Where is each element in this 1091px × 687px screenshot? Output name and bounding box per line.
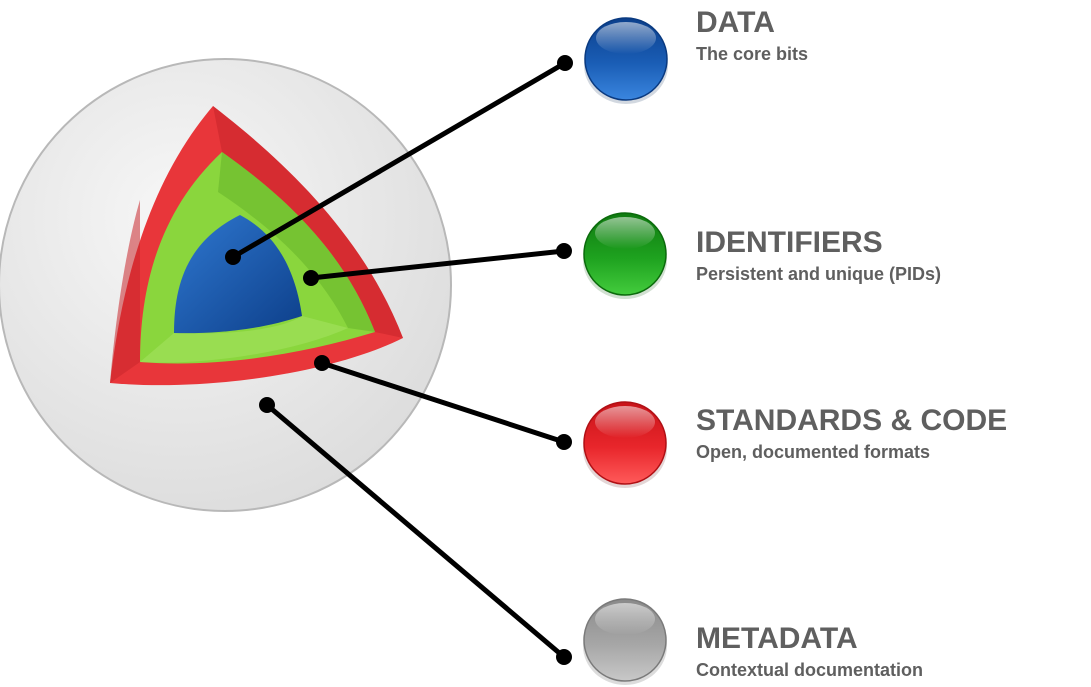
dot-data-outer [557, 55, 573, 71]
dot-standards-inner [314, 355, 330, 371]
legend-identifiers-subtitle: Persistent and unique (PIDs) [696, 264, 942, 284]
identifiers-layer-shade [218, 152, 375, 332]
dot-identifiers-inner [303, 270, 319, 286]
connector-standards [321, 360, 565, 445]
ball-data-icon [584, 17, 668, 104]
dot-data-inner [225, 249, 241, 265]
connector-dots [225, 55, 573, 665]
dot-standards-outer [556, 434, 572, 450]
identifiers-layer-bottom [140, 316, 348, 363]
legend-standards-title: STANDARDS & CODE [696, 404, 1008, 437]
dot-metadata-inner [259, 397, 275, 413]
dot-metadata-outer [556, 649, 572, 665]
connector-metadata [265, 403, 566, 659]
ball-identifiers-icon [583, 212, 667, 299]
connector-lines [231, 60, 567, 659]
legend-data-title: DATA [696, 6, 775, 39]
standards-layer-shade [213, 106, 403, 338]
ball-standards-icon [583, 401, 667, 488]
legend-metadata-title: METADATA [696, 622, 858, 655]
legend-identifiers-title: IDENTIFIERS [696, 226, 883, 259]
connector-data [231, 60, 567, 260]
standards-layer-side [110, 200, 140, 383]
ball-metadata-icon [583, 598, 667, 685]
legend-standards-subtitle: Open, documented formats [696, 442, 931, 462]
legend-data-subtitle: The core bits [696, 44, 809, 64]
legend-metadata: METADATA Contextual documentation [696, 623, 923, 681]
dot-identifiers-outer [556, 243, 572, 259]
legend-standards: STANDARDS & CODE Open, documented format… [696, 405, 1007, 463]
data-core [174, 215, 302, 334]
connector-identifiers [310, 248, 565, 281]
legend-data: DATA The core bits [696, 7, 808, 65]
legend-metadata-subtitle: Contextual documentation [696, 660, 924, 680]
legend-identifiers: IDENTIFIERS Persistent and unique (PIDs) [696, 227, 941, 285]
